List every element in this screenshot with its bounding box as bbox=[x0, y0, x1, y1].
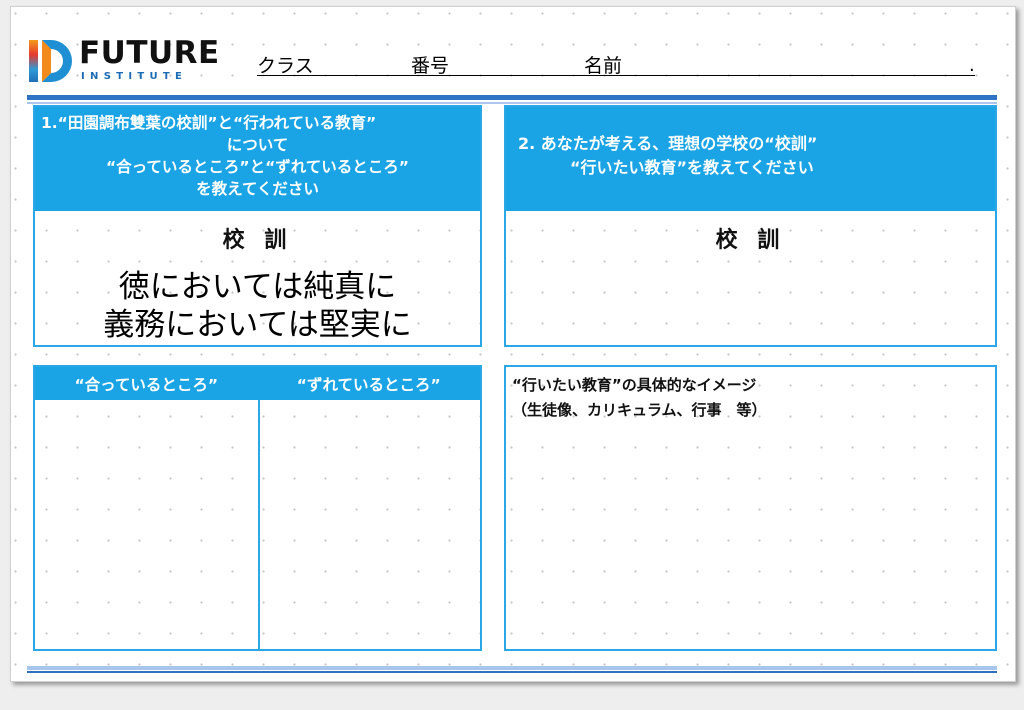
logo-subword: INSTITUTE bbox=[81, 71, 188, 82]
logo-mark-d bbox=[42, 40, 72, 82]
heading-line: “合っているところ”と“ずれているところ” bbox=[105, 158, 409, 176]
prompt-line: （生徒像、カリキュラム、行事 等） bbox=[512, 401, 767, 419]
future-institute-logo: FUTURE INSTITUTE bbox=[29, 35, 234, 87]
ideal-motto-heading: 2. あなたが考える、理想の学校の“校訓” “行いたい教育”を教えてください bbox=[506, 107, 995, 211]
education-image-panel[interactable]: “行いたい教育”の具体的なイメージ （生徒像、カリキュラム、行事 等） bbox=[504, 365, 997, 651]
name-label: 名前 bbox=[584, 55, 623, 77]
school-motto-heading: 1.“田園調布雙葉の校訓”と“行われている教育” について “合っているところ”… bbox=[35, 107, 480, 211]
logo-mark-i bbox=[29, 40, 38, 82]
motto-line: 義務においては堅実に bbox=[103, 307, 412, 343]
heading-line: 2. あなたが考える、理想の学校の“校訓” bbox=[518, 134, 818, 153]
footer-rule bbox=[27, 671, 997, 673]
ideal-motto-title: 校 訓 bbox=[715, 228, 786, 253]
heading-line: を教えてください bbox=[196, 180, 319, 198]
heading-line: について bbox=[226, 136, 289, 154]
worksheet-slide: FUTURE INSTITUTE クラス 番号 名前 . 1.“田園調布雙葉の校… bbox=[10, 6, 1016, 682]
heading-line: 1.“田園調布雙葉の校訓”と“行われている教育” bbox=[41, 114, 377, 132]
match-gap-panel: “合っているところ” “ずれているところ” bbox=[33, 365, 482, 651]
school-motto-panel: 1.“田園調布雙葉の校訓”と“行われている教育” について “合っているところ”… bbox=[33, 105, 482, 347]
column-divider bbox=[258, 400, 260, 649]
gap-points-header: “ずれているところ” bbox=[296, 375, 441, 394]
name-fill-line[interactable] bbox=[257, 75, 975, 76]
ideal-motto-panel[interactable]: 2. あなたが考える、理想の学校の“校訓” “行いたい教育”を教えてください 校… bbox=[504, 105, 997, 347]
footer-rule-light bbox=[27, 666, 997, 670]
school-motto: 徳においては純真に 義務においては堅実に bbox=[35, 268, 480, 344]
logo-word: FUTURE bbox=[79, 35, 220, 71]
header-rule-light bbox=[27, 102, 997, 104]
match-gap-heading: “合っているところ” “ずれているところ” bbox=[35, 367, 480, 400]
header-rule bbox=[27, 95, 997, 100]
number-label: 番号 bbox=[411, 55, 450, 77]
motto-title: 校 訓 bbox=[222, 228, 293, 253]
matching-points-header: “合っているところ” bbox=[74, 375, 219, 394]
motto-line: 徳においては純真に bbox=[118, 269, 397, 305]
heading-line: “行いたい教育”を教えてください bbox=[570, 158, 814, 177]
education-image-prompt: “行いたい教育”の具体的なイメージ （生徒像、カリキュラム、行事 等） bbox=[506, 367, 995, 423]
prompt-line: “行いたい教育”の具体的なイメージ bbox=[512, 376, 757, 394]
class-label: クラス bbox=[257, 55, 314, 77]
name-line-end-mark: . bbox=[969, 55, 975, 76]
